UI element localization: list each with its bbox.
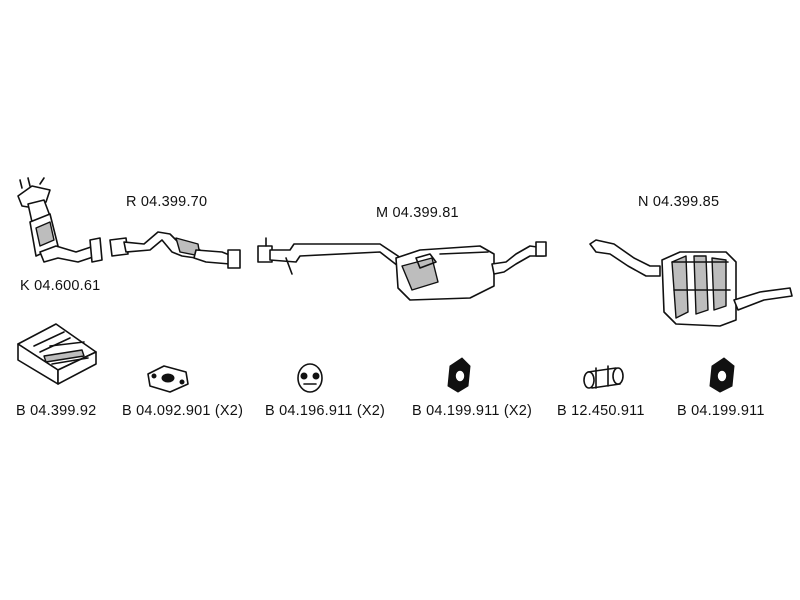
fitting-kit-drawing xyxy=(17,323,97,385)
gasket-drawing xyxy=(147,365,189,393)
label-gasket: B 04.092.901 (X2) xyxy=(122,403,244,419)
clamp-drawing xyxy=(583,365,624,389)
label-hanger-a: B 04.199.911 (X2) xyxy=(412,403,533,419)
catalyst-drawing xyxy=(17,177,103,263)
rubber-ring-drawing xyxy=(297,363,323,393)
middle-muffler-drawing xyxy=(257,237,547,301)
front-pipe-drawing xyxy=(109,231,241,269)
label-rubber-ring: B 04.196.911 (X2) xyxy=(265,403,386,419)
label-hanger-b: B 04.199.911 xyxy=(677,403,765,419)
label-rear-muffler: N 04.399.85 xyxy=(638,194,720,210)
label-clamp: B 12.450.911 xyxy=(557,403,645,419)
label-fitting-kit: B 04.399.92 xyxy=(16,403,97,419)
label-middle-muffler: M 04.399.81 xyxy=(376,205,459,221)
hanger-a-drawing xyxy=(447,357,471,393)
rear-muffler-drawing xyxy=(589,239,793,327)
label-front-pipe: R 04.399.70 xyxy=(126,194,208,210)
label-catalyst: K 04.600.61 xyxy=(20,278,101,294)
hanger-b-drawing xyxy=(709,357,735,393)
